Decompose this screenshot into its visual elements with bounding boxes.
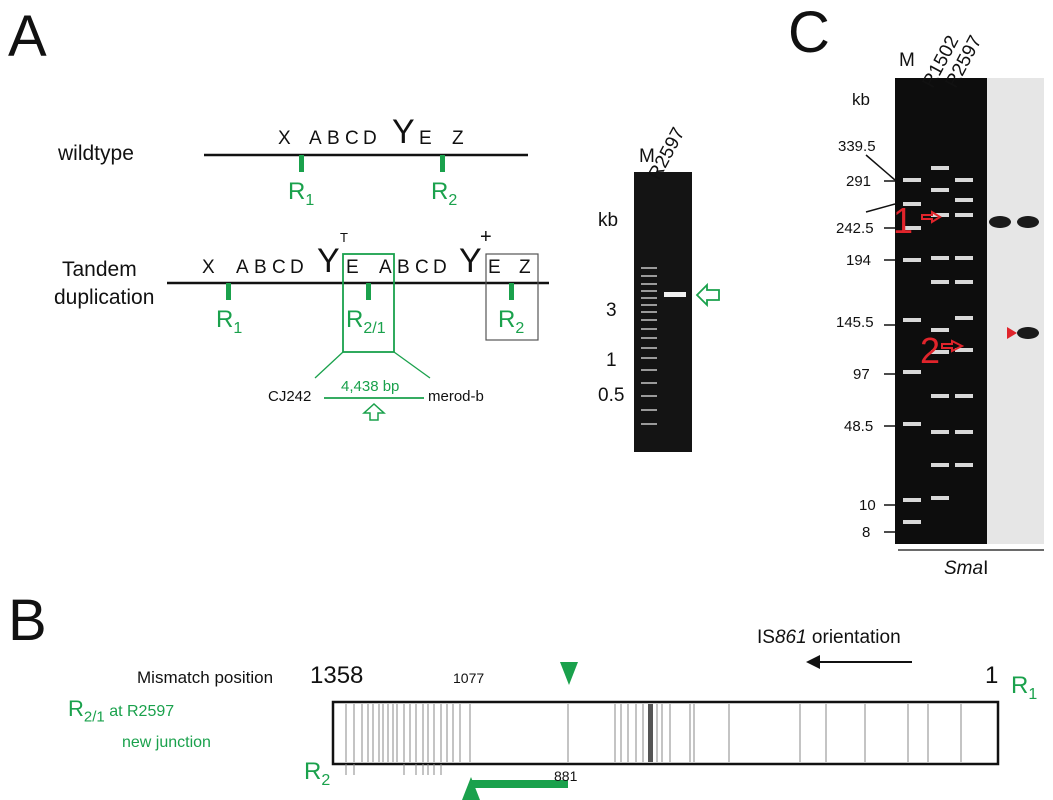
tandem-r1-marker xyxy=(226,283,231,300)
band-2-arrow-icon xyxy=(941,339,965,353)
gel-c-size-339: 339.5 xyxy=(838,138,876,155)
new-junction-label: new junction xyxy=(122,734,211,751)
tandem-letter-e1: E xyxy=(346,257,359,278)
position-881: 881 xyxy=(554,768,578,784)
band-1-label: 1 xyxy=(893,200,914,241)
left-primer-label: CJ242 xyxy=(268,388,312,405)
mismatch-cluster-mark xyxy=(648,704,653,762)
gel-a-size-05: 0.5 xyxy=(598,385,625,406)
orientation-label: IS861 orientation xyxy=(757,627,901,648)
pfge-gel-image xyxy=(895,78,987,544)
gel-c-size-48: 48.5 xyxy=(844,418,874,435)
tandem-r2-marker xyxy=(509,283,514,300)
wildtype-r1-marker xyxy=(299,155,304,172)
southern-blot-image xyxy=(987,78,1044,544)
pfge-bands xyxy=(903,166,973,524)
junction-lower-triangle-icon xyxy=(462,777,480,800)
gel-c-lane-m: M xyxy=(899,50,915,71)
wildtype-letter-c: C xyxy=(345,128,359,149)
mismatch-label: Mismatch position xyxy=(137,668,274,687)
gel-band-arrow-icon xyxy=(695,282,720,308)
tandem-letter-y2: Y xyxy=(459,242,482,280)
tandem-letter-a1: A xyxy=(236,257,249,278)
tandem-letter-y1: Y xyxy=(317,242,340,280)
tandem-title-line2: duplication xyxy=(54,286,155,309)
panel-c-letter: C xyxy=(788,0,830,65)
tandem-letter-b2: B xyxy=(397,257,410,278)
orientation-arrowhead-icon xyxy=(806,655,820,669)
wildtype-letter-a: A xyxy=(309,128,322,149)
wildtype-r2-marker xyxy=(440,155,445,172)
tandem-letter-c1: C xyxy=(272,257,286,278)
right-primer-label: merod-b xyxy=(428,388,484,405)
tandem-r2-label: R2 xyxy=(498,306,525,337)
r1-alignment-label: R1 xyxy=(1011,672,1038,703)
mismatch-tick-tails xyxy=(345,764,442,775)
tandem-letter-x: X xyxy=(202,257,215,278)
gel-c-size-10: 10 xyxy=(859,497,876,514)
tandem-letter-c2: C xyxy=(415,257,429,278)
tandem-letter-b1: B xyxy=(254,257,267,278)
tandem-r1-label: R1 xyxy=(216,306,243,337)
gel-product-band xyxy=(664,292,686,297)
blot-arrowhead-icon xyxy=(1007,327,1017,339)
wildtype-letter-d: D xyxy=(363,128,377,149)
junction-region-bar xyxy=(470,780,568,788)
gel-c-size-291: 291 xyxy=(846,173,872,190)
gel-c-size-242: 242.5 xyxy=(836,220,874,237)
wildtype-letter-y: Y xyxy=(392,113,415,151)
panel-a-letter: A xyxy=(8,4,47,69)
r21-junction-label: R2/1 at R2597 xyxy=(68,696,175,726)
tandem-letter-d2: D xyxy=(433,257,447,278)
tandem-superscript-t: T xyxy=(340,230,348,245)
wildtype-letter-z: Z xyxy=(452,128,464,149)
gel-a-unit: kb xyxy=(598,210,619,231)
enzyme-label: SmaI xyxy=(944,558,989,579)
band-1-arrow-icon xyxy=(921,210,942,224)
tandem-letter-e2: E xyxy=(488,257,501,278)
pcr-product-size: 4,438 bp xyxy=(341,378,400,395)
wildtype-r2-label: R2 xyxy=(431,178,458,209)
size-ticks xyxy=(884,180,895,533)
original-copy-box xyxy=(485,253,539,341)
blot-bands xyxy=(989,216,1039,339)
panel-b-letter: B xyxy=(8,588,47,653)
gel-a-lane-m: M xyxy=(639,146,655,167)
wildtype-letter-b: B xyxy=(327,128,340,149)
wildtype-letter-e: E xyxy=(419,128,432,149)
tandem-letter-z: Z xyxy=(519,257,531,278)
tandem-letter-d1: D xyxy=(290,257,304,278)
pcr-arrow-icon xyxy=(362,402,386,421)
position-1358: 1358 xyxy=(310,662,364,689)
gel-c-unit: kb xyxy=(852,90,870,109)
gel-a-size-3: 3 xyxy=(606,300,617,321)
gel-ladder-bands xyxy=(641,267,657,425)
tandem-letter-a2: A xyxy=(379,257,392,278)
junction-upper-triangle-icon xyxy=(560,662,578,685)
alignment-box xyxy=(331,700,1000,766)
mismatch-tick-marks xyxy=(345,704,962,762)
size-242-leader xyxy=(865,203,896,213)
position-1: 1 xyxy=(985,662,999,689)
tandem-r21-label: R2/1 xyxy=(346,306,386,337)
size-339-leader xyxy=(865,154,896,181)
wildtype-title: wildtype xyxy=(58,142,134,165)
gel-c-size-8: 8 xyxy=(862,524,871,541)
pcr-guide-right xyxy=(393,351,431,379)
gel-c-size-145: 145.5 xyxy=(836,314,874,331)
position-1077: 1077 xyxy=(453,670,485,686)
gel-a-size-1: 1 xyxy=(606,350,617,371)
wildtype-letter-x: X xyxy=(278,128,291,149)
gel-c-size-97: 97 xyxy=(853,366,870,383)
tandem-r21-marker xyxy=(366,283,371,300)
gel-c-size-194: 194 xyxy=(846,252,872,269)
wildtype-r1-label: R1 xyxy=(288,178,315,209)
tandem-title-line1: Tandem xyxy=(62,258,137,281)
band-2-label: 2 xyxy=(920,330,941,371)
r2-alignment-label: R2 xyxy=(304,758,331,789)
pcr-guide-left xyxy=(314,351,344,379)
junction-box xyxy=(342,253,395,353)
tandem-superscript-plus: + xyxy=(480,226,492,248)
